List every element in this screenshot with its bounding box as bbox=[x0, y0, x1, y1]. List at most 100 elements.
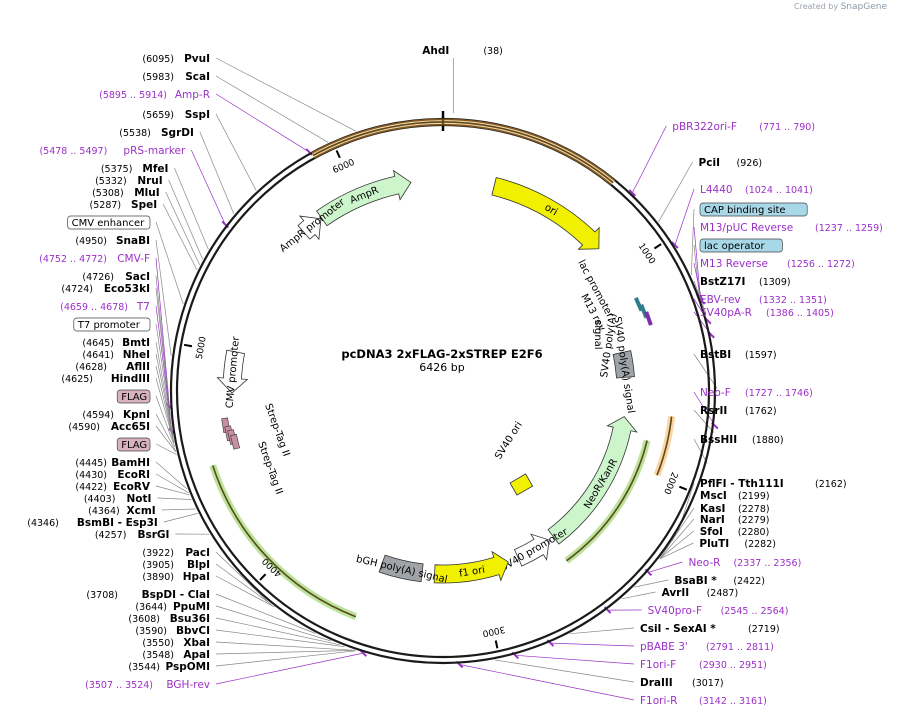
enzyme-name: BamHI bbox=[111, 457, 150, 469]
tick-mark bbox=[494, 640, 499, 649]
tick-label: 1000 bbox=[636, 242, 657, 267]
primer-name: Neo-F bbox=[700, 387, 731, 399]
leader-line bbox=[155, 341, 174, 438]
feature-box bbox=[699, 238, 783, 253]
site-position: (3608) bbox=[128, 614, 160, 625]
site-position: (1597) bbox=[745, 350, 777, 361]
leader-line bbox=[215, 652, 364, 685]
site-position: (2545 .. 2564) bbox=[721, 606, 789, 617]
sv40-ori-block bbox=[509, 473, 534, 496]
enzyme-name: BstZ17I bbox=[700, 276, 745, 288]
tick-mark bbox=[653, 243, 662, 250]
site-position: (3550) bbox=[142, 638, 174, 649]
enzyme-name: PflFI - Tth111I bbox=[700, 478, 784, 490]
enzyme-name: PluTI bbox=[699, 538, 729, 550]
site-position: (3890) bbox=[142, 572, 174, 583]
site-position: (4625) bbox=[61, 374, 93, 385]
leader-line bbox=[693, 409, 715, 433]
neo-green-arc bbox=[566, 440, 648, 562]
leader-line bbox=[155, 305, 173, 432]
leader-line bbox=[155, 377, 175, 443]
site-position: (2422) bbox=[733, 576, 765, 587]
feature-box bbox=[67, 215, 151, 230]
site-position: (4422) bbox=[75, 482, 107, 493]
leader-line bbox=[157, 497, 192, 500]
site-position: (1762) bbox=[745, 406, 777, 417]
feature-f1-ori bbox=[433, 550, 509, 584]
site-position: (5308) bbox=[92, 188, 124, 199]
leader-line bbox=[155, 257, 170, 407]
leader-line bbox=[155, 239, 172, 357]
primer-name: F1ori-R bbox=[640, 695, 677, 707]
site-position: (5332) bbox=[95, 176, 127, 187]
feature-label: f1 ori bbox=[458, 565, 485, 580]
tick-label: 2000 bbox=[661, 470, 679, 495]
leader-line bbox=[161, 508, 196, 511]
enzyme-name: SfoI bbox=[700, 526, 723, 538]
primer-name: pBABE 3' bbox=[640, 641, 688, 653]
site-position: (2279) bbox=[738, 515, 770, 526]
site-position: (926) bbox=[737, 158, 763, 169]
tick-mark bbox=[335, 150, 341, 159]
feature-sv40-poly-a-signal bbox=[612, 350, 635, 379]
enzyme-name: BsaBI * bbox=[674, 575, 717, 587]
leader-line bbox=[693, 226, 701, 297]
site-position: (771 .. 790) bbox=[759, 122, 815, 133]
site-position: (5287) bbox=[90, 200, 122, 211]
leader-line bbox=[168, 179, 204, 260]
site-position: (1386 .. 1405) bbox=[766, 308, 834, 319]
tick-mark bbox=[183, 343, 193, 348]
enzyme-name: Acc65I bbox=[111, 421, 150, 433]
site-position: (2282) bbox=[744, 539, 776, 550]
feature-box-label: CAP binding site bbox=[704, 205, 786, 216]
site-position: (5478 .. 5497) bbox=[39, 146, 107, 157]
enzyme-name: MluI bbox=[134, 187, 159, 199]
site-position: (4645) bbox=[82, 338, 114, 349]
enzyme-name: PspOMI bbox=[165, 661, 210, 673]
leader-line bbox=[693, 391, 716, 426]
leader-line bbox=[693, 262, 703, 301]
site-position: (5659) bbox=[142, 110, 174, 121]
site-position: (3590) bbox=[135, 626, 167, 637]
site-position: (1309) bbox=[759, 277, 791, 288]
site-position: (4641) bbox=[82, 350, 114, 361]
leader-line bbox=[495, 659, 635, 683]
leader-line bbox=[674, 188, 695, 246]
enzyme-name: EcoRI bbox=[117, 469, 150, 481]
site-position: (4257) bbox=[95, 530, 127, 541]
site-position: (4445) bbox=[75, 458, 107, 469]
site-position: (5375) bbox=[101, 164, 133, 175]
site-position: (3544) bbox=[128, 662, 160, 673]
enzyme-name: HpaI bbox=[183, 571, 210, 583]
leader-line bbox=[515, 654, 635, 665]
site-position: (3905) bbox=[142, 560, 174, 571]
leader-line bbox=[648, 561, 683, 573]
enzyme-name: NheI bbox=[123, 349, 150, 361]
plasmid-name: pcDNA3 2xFLAG-2xSTREP E2F6 bbox=[341, 347, 543, 361]
enzyme-name: XbaI bbox=[183, 637, 210, 649]
site-position: (1237 .. 1259) bbox=[815, 223, 883, 234]
enzyme-name: AvrII bbox=[662, 587, 690, 599]
site-position: (3142 .. 3161) bbox=[699, 696, 767, 707]
leader-line bbox=[155, 221, 184, 305]
feature-ampr-promoter bbox=[297, 215, 322, 241]
site-position: (4346) bbox=[27, 518, 59, 529]
leader-line bbox=[215, 593, 316, 634]
snapgene-credit: Created by SnapGene bbox=[794, 2, 887, 12]
leader-line bbox=[659, 518, 695, 559]
site-position: (3922) bbox=[142, 548, 174, 559]
strep-block bbox=[230, 433, 241, 450]
site-position: (2337 .. 2356) bbox=[733, 558, 801, 569]
enzyme-name: KpnI bbox=[123, 409, 150, 421]
enzyme-name: BbvCI bbox=[176, 625, 210, 637]
site-position: (2791 .. 2811) bbox=[706, 642, 774, 653]
leader-line bbox=[631, 125, 667, 194]
leader-line bbox=[190, 149, 226, 225]
primer-site bbox=[628, 189, 637, 197]
site-position: (5895 .. 5914) bbox=[99, 90, 167, 101]
feature-ampr bbox=[316, 169, 412, 227]
leader-line bbox=[215, 57, 357, 132]
enzyme-name: CsiI - SexAI * bbox=[640, 623, 716, 635]
